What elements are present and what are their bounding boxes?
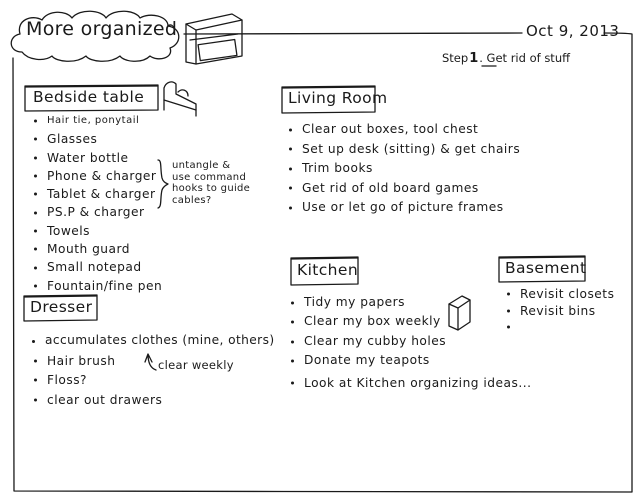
list-item: Use or let go of picture frames — [289, 198, 520, 218]
step-prefix: Step — [442, 51, 469, 65]
bedside-header: Bedside table — [33, 88, 145, 106]
list-item: accumulates clothes (mine, others) — [32, 333, 274, 347]
list-item: Revisit bins — [507, 303, 614, 320]
list-item: Clear out boxes, tool chest — [289, 120, 520, 140]
basement-header: Basement — [505, 259, 587, 277]
title-cloud — [10, 10, 180, 62]
list-item: Tidy my papers — [291, 293, 531, 312]
list-item: Mouth guard — [34, 240, 162, 258]
cables-note: untangle & use command hooks to guide ca… — [172, 160, 251, 206]
list-item: clear out drawers — [34, 391, 162, 410]
list-item: Clear my box weekly — [291, 312, 531, 331]
list-item: Towels — [34, 222, 162, 240]
list-item: Small notepad — [34, 258, 162, 276]
list-item: Set up desk (sitting) & get chairs — [289, 140, 520, 160]
list-item — [507, 319, 614, 335]
basement-list: Revisit closets Revisit bins — [507, 286, 614, 335]
list-item: Donate my teapots — [291, 351, 531, 370]
dresser-list: Hair brush Floss? clear out drawers — [34, 352, 162, 410]
bedside-header-box — [24, 84, 159, 112]
list-item: Fountain/fine pen — [34, 277, 162, 295]
dresser-header-box — [23, 294, 98, 322]
living-room-header: Living Room — [288, 89, 388, 107]
kitchen-list: Tidy my papers Clear my box weekly Clear… — [291, 293, 531, 393]
page-border — [12, 32, 633, 493]
basement-header-box — [498, 255, 586, 283]
list-item: Phone & charger — [34, 167, 162, 185]
list-item: Hair tie, ponytail — [34, 112, 162, 130]
list-item: PS.P & charger — [34, 203, 162, 221]
list-item: Tablet & charger — [34, 185, 162, 203]
list-item: Get rid of old board games — [289, 179, 520, 199]
list-item: Revisit closets — [507, 286, 614, 303]
step-label: Step1. Get rid of stuff — [442, 51, 570, 66]
kitchen-header: Kitchen — [297, 261, 359, 279]
dresser-header: Dresser — [30, 298, 93, 316]
bed-doodle-icon — [163, 81, 197, 117]
list-item: Look at Kitchen organizing ideas... — [291, 374, 531, 393]
page-date: Oct 9, 2013 — [526, 22, 620, 40]
clear-weekly-note: clear weekly — [158, 358, 234, 372]
living-room-list: Clear out boxes, tool chest Set up desk … — [289, 120, 520, 218]
living-room-header-box — [281, 85, 376, 114]
kitchen-header-box — [290, 256, 359, 286]
list-item: Water bottle — [34, 149, 162, 167]
list-item: Glasses — [34, 130, 162, 148]
list-item: Trim books — [289, 159, 520, 179]
bedside-list: Hair tie, ponytail Glasses Water bottle … — [34, 112, 162, 295]
page-title: More organized — [26, 18, 178, 40]
list-item: Floss? — [34, 371, 162, 390]
list-item: Clear my cubby holes — [291, 332, 531, 351]
dresser-doodle-icon — [185, 13, 243, 65]
step-text: . Get rid of stuff — [479, 51, 571, 65]
step-number: 1 — [469, 51, 479, 66]
list-item: Hair brush — [34, 352, 162, 371]
